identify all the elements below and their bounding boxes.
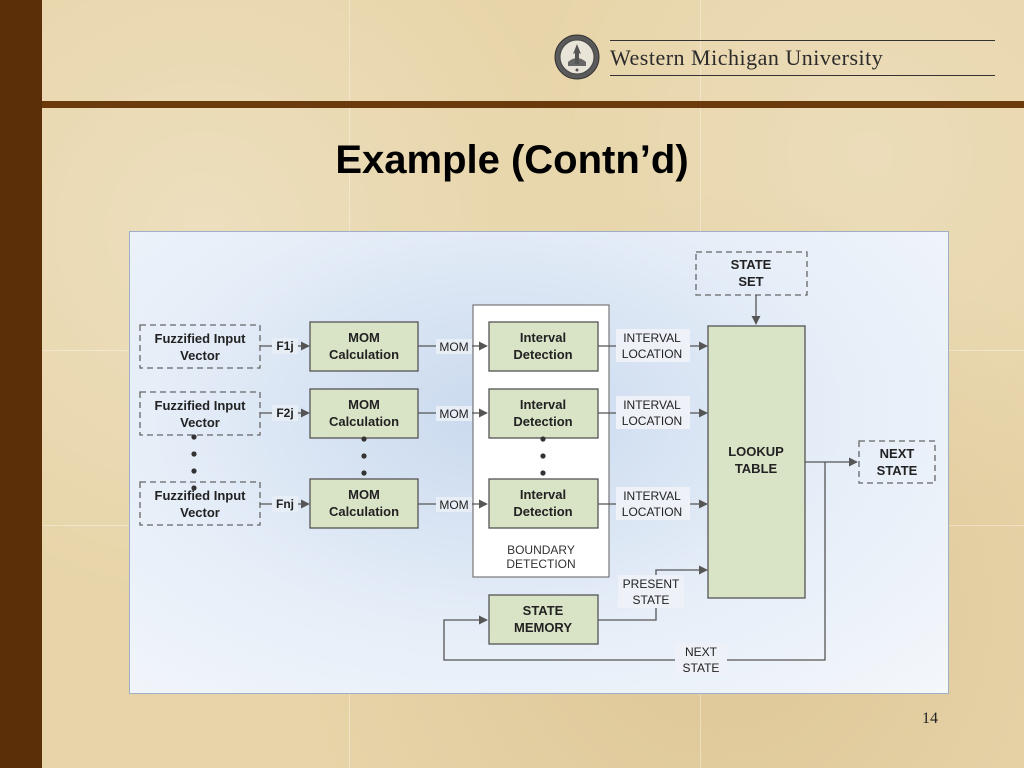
mom-block-line2: Calculation	[329, 347, 399, 362]
interval-output-line1: INTERVAL	[623, 331, 681, 345]
mom-calculation-block	[309, 321, 419, 372]
interval-output-line1: INTERVAL	[623, 489, 681, 503]
interval-output-line2: LOCATION	[622, 414, 682, 428]
state-set-line2: SET	[738, 274, 763, 289]
mom-block-line1: MOM	[348, 330, 380, 345]
diagram-canvas: BOUNDARY DETECTION Fuzzified Input Vecto…	[139, 251, 936, 675]
page-number: 14	[922, 710, 938, 727]
mom-block-line2: Calculation	[329, 504, 399, 519]
interval-detection-block	[488, 321, 599, 372]
left-accent-bar	[0, 0, 42, 768]
state-set-line1: STATE	[731, 257, 772, 272]
pipeline-row-n: Fuzzified Input Vector Fnj MOM Calculati…	[139, 478, 708, 529]
interval-output-line1: INTERVAL	[623, 398, 681, 412]
state-memory-block	[488, 594, 599, 645]
present-state-bg	[618, 575, 684, 608]
interval-block-line2: Detection	[513, 347, 572, 362]
signal-label-bg	[272, 496, 298, 512]
mom-signal-label: MOM	[439, 340, 468, 354]
university-name: Western Michigan University	[610, 40, 995, 76]
present-state-line1: PRESENT	[623, 577, 680, 591]
interval-output-bg	[616, 329, 690, 362]
university-seal-icon	[554, 34, 600, 80]
mom-signal-bg	[436, 339, 472, 354]
mom-signal-bg	[436, 406, 472, 421]
interval-block-line2: Detection	[513, 504, 572, 519]
interval-output-bg	[616, 396, 690, 429]
interval-block-line1: Interval	[520, 487, 566, 502]
mom-signal-bg	[436, 497, 472, 512]
feedback-label-bg	[675, 643, 727, 675]
state-memory-line1: STATE	[523, 603, 564, 618]
boundary-label-line1: BOUNDARY	[507, 543, 575, 557]
signal-label: F2j	[276, 406, 293, 420]
state-set-box	[695, 251, 808, 296]
next-state-feedback-line1: NEXT	[685, 645, 718, 659]
interval-output-bg	[616, 487, 690, 520]
mom-block-line2: Calculation	[329, 414, 399, 429]
state-memory-line2: MEMORY	[514, 620, 572, 635]
pipeline-row-1: Fuzzified Input Vector F1j MOM Calculati…	[139, 321, 708, 372]
interval-block-line1: Interval	[520, 330, 566, 345]
interval-output-line2: LOCATION	[622, 505, 682, 519]
next-state-output-box	[858, 440, 936, 484]
interval-output-line2: LOCATION	[622, 347, 682, 361]
signal-label-bg	[272, 338, 298, 354]
mom-signal-label: MOM	[439, 407, 468, 421]
lookup-table-line2: TABLE	[735, 461, 778, 476]
next-state-feedback-line2: STATE	[683, 661, 720, 675]
signal-label: Fnj	[276, 497, 294, 511]
interval-block-line1: Interval	[520, 397, 566, 412]
signal-label: F1j	[276, 339, 293, 353]
ellipsis-dots	[191, 434, 546, 491]
next-state-out-line2: STATE	[877, 463, 918, 478]
input-label-line2: Vector	[180, 505, 220, 520]
lookup-table-block	[707, 325, 806, 599]
input-label-line1: Fuzzified Input	[155, 398, 247, 413]
interval-block-line2: Detection	[513, 414, 572, 429]
input-label-line1: Fuzzified Input	[155, 331, 247, 346]
input-label-line2: Vector	[180, 348, 220, 363]
present-state-line2: STATE	[633, 593, 670, 607]
pipeline-row-2: Fuzzified Input Vector F2j MOM Calculati…	[139, 388, 708, 439]
mom-block-line1: MOM	[348, 397, 380, 412]
fsm-diagram: BOUNDARY DETECTION Fuzzified Input Vecto…	[129, 231, 949, 694]
interval-detection-block	[488, 388, 599, 439]
mom-calculation-block	[309, 388, 419, 439]
mom-block-line1: MOM	[348, 487, 380, 502]
input-label-line1: Fuzzified Input	[155, 488, 247, 503]
interval-detection-block	[488, 478, 599, 529]
signal-label-bg	[272, 405, 298, 421]
next-state-out-line1: NEXT	[880, 446, 915, 461]
input-label-line2: Vector	[180, 415, 220, 430]
slide-title: Example (Contn’d)	[335, 138, 689, 182]
mom-signal-label: MOM	[439, 498, 468, 512]
next-state-feedback-line	[443, 462, 826, 661]
lookup-table-line1: LOOKUP	[728, 444, 784, 459]
boundary-label-line2: DETECTION	[506, 557, 575, 571]
header-rule	[42, 101, 1024, 108]
university-name-text: Western Michigan University	[610, 45, 884, 70]
